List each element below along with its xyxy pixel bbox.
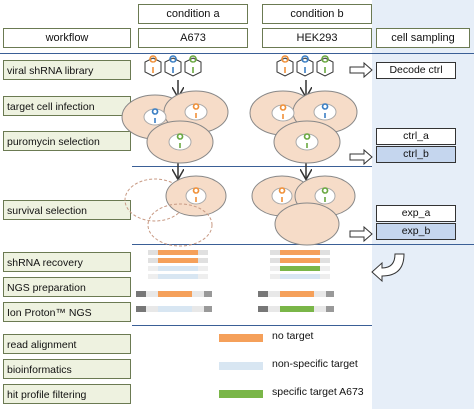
sample-exp-a: exp_a xyxy=(376,205,456,222)
section-divider-analysis xyxy=(132,325,372,326)
viral-library-a xyxy=(144,55,202,77)
sampling-arrows xyxy=(349,61,373,243)
legend-swatch-non-specific-target xyxy=(219,362,263,370)
legend-label-no-target: no target xyxy=(272,330,314,342)
ngs-fragments-b xyxy=(258,291,334,312)
condition-b-header: condition b xyxy=(262,4,372,24)
step-shrna-recovery: shRNA recovery xyxy=(3,252,131,272)
step-ion-proton-ngs: Ion Proton™ NGS xyxy=(3,302,131,322)
section-divider-selection xyxy=(132,166,372,167)
step-ngs-preparation: NGS preparation xyxy=(3,277,131,297)
step-viral-shrna-library: viral shRNA library xyxy=(3,60,131,80)
cell-sampling-header: cell sampling xyxy=(376,28,470,48)
surviving-cells-b xyxy=(251,175,356,246)
step-bioinformatics: bioinformatics xyxy=(3,359,131,379)
surviving-cells-a xyxy=(124,175,227,247)
workflow-header: workflow xyxy=(3,28,131,48)
ngs-fragments-a xyxy=(136,291,212,312)
legend-label-non-specific-target: non-specific target xyxy=(272,358,358,370)
step-hit-profile-filtering: hit profile filtering xyxy=(3,384,131,404)
step-puromycin-selection: puromycin selection xyxy=(3,131,131,151)
sample-decode-ctrl: Decode ctrl xyxy=(376,62,456,79)
legend-label-specific-target: specific target A673 xyxy=(272,386,364,398)
sample-ctrl-a: ctrl_a xyxy=(376,128,456,145)
cell-line-a-header: A673 xyxy=(138,28,248,48)
section-divider-header xyxy=(0,53,474,54)
step-survival-selection: survival selection xyxy=(3,200,131,220)
viral-library-b xyxy=(276,55,334,77)
condition-a-header: condition a xyxy=(138,4,248,24)
recovered-reads-b xyxy=(270,250,330,279)
sample-exp-b: exp_b xyxy=(376,223,456,240)
cell-line-b-header: HEK293 xyxy=(262,28,372,48)
infected-cells-b xyxy=(249,90,358,164)
legend-swatch-specific-target xyxy=(219,390,263,398)
legend-swatch-no-target xyxy=(219,334,263,342)
step-read-alignment: read alignment xyxy=(3,334,131,354)
infected-cells-a xyxy=(121,90,229,164)
recovery-curved-arrow xyxy=(371,253,405,283)
sample-ctrl-b: ctrl_b xyxy=(376,146,456,163)
recovered-reads-a xyxy=(148,250,208,279)
